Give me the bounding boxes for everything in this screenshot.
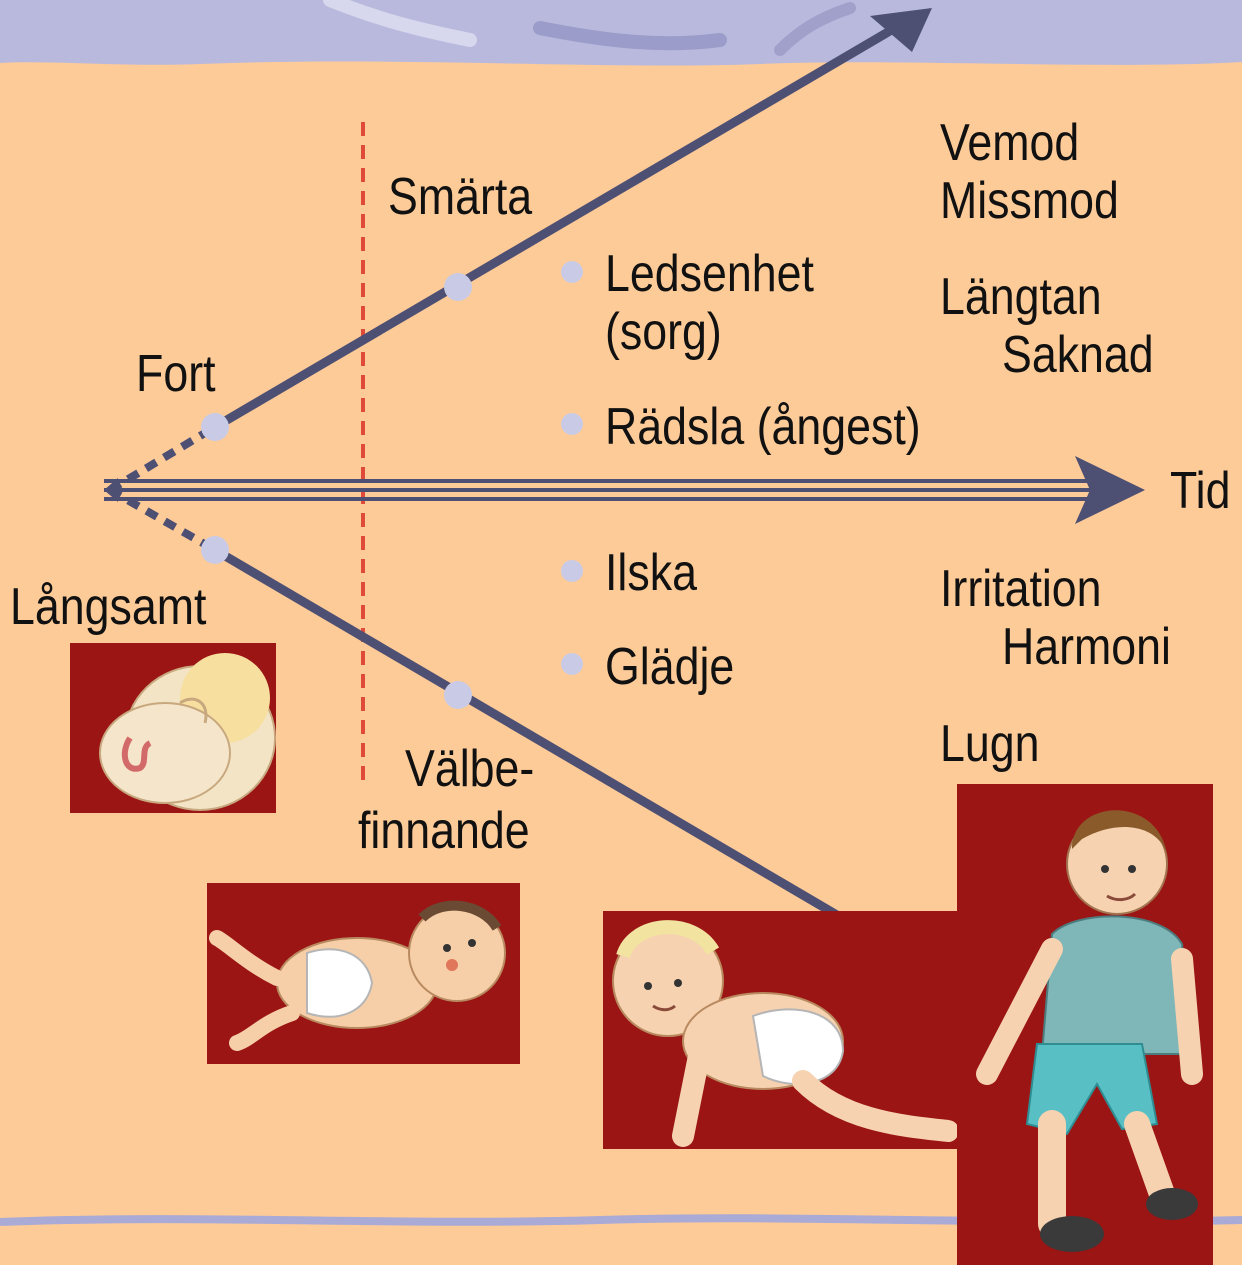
bullet-dot <box>561 413 583 435</box>
top-band <box>0 0 1242 66</box>
label-missmod: Missmod <box>940 172 1119 230</box>
langsamt-node <box>201 536 229 564</box>
upper-arrow <box>215 25 900 427</box>
baby-lying-image <box>207 883 520 1064</box>
label-langtan: Längtan <box>940 268 1102 326</box>
fort-node <box>201 413 229 441</box>
bullet-dot <box>561 653 583 675</box>
label-saknad: Saknad <box>1002 326 1154 384</box>
label-vemod: Vemod <box>940 114 1079 172</box>
valbefinnande-node <box>444 681 472 709</box>
bullet-dot <box>561 560 583 582</box>
bullet-text: Ilska <box>605 544 697 602</box>
bullet-text: (sorg) <box>605 303 722 361</box>
label-langsamt: Långsamt <box>10 578 206 636</box>
bullet-dot <box>561 261 583 283</box>
bullet-text: Ledsenhet <box>605 245 814 303</box>
smarta-node <box>444 273 472 301</box>
label-valbe-line1: Välbe- <box>405 740 534 798</box>
label-tid: Tid <box>1170 462 1230 520</box>
label-fort: Fort <box>136 345 216 403</box>
label-valbe-line2: finnande <box>358 802 530 860</box>
child-walking-image <box>957 784 1213 1265</box>
label-irritation: Irritation <box>940 560 1102 618</box>
baby-crawling-image <box>603 911 958 1149</box>
bullet-text: Glädje <box>605 638 734 696</box>
label-lugn: Lugn <box>940 715 1039 773</box>
label-smarta: Smärta <box>388 168 532 226</box>
fetus-image <box>70 643 276 813</box>
bullet-text: Rädsla (ångest) <box>605 398 921 456</box>
time-axis <box>104 456 1145 524</box>
label-harmoni: Harmoni <box>1002 618 1171 676</box>
